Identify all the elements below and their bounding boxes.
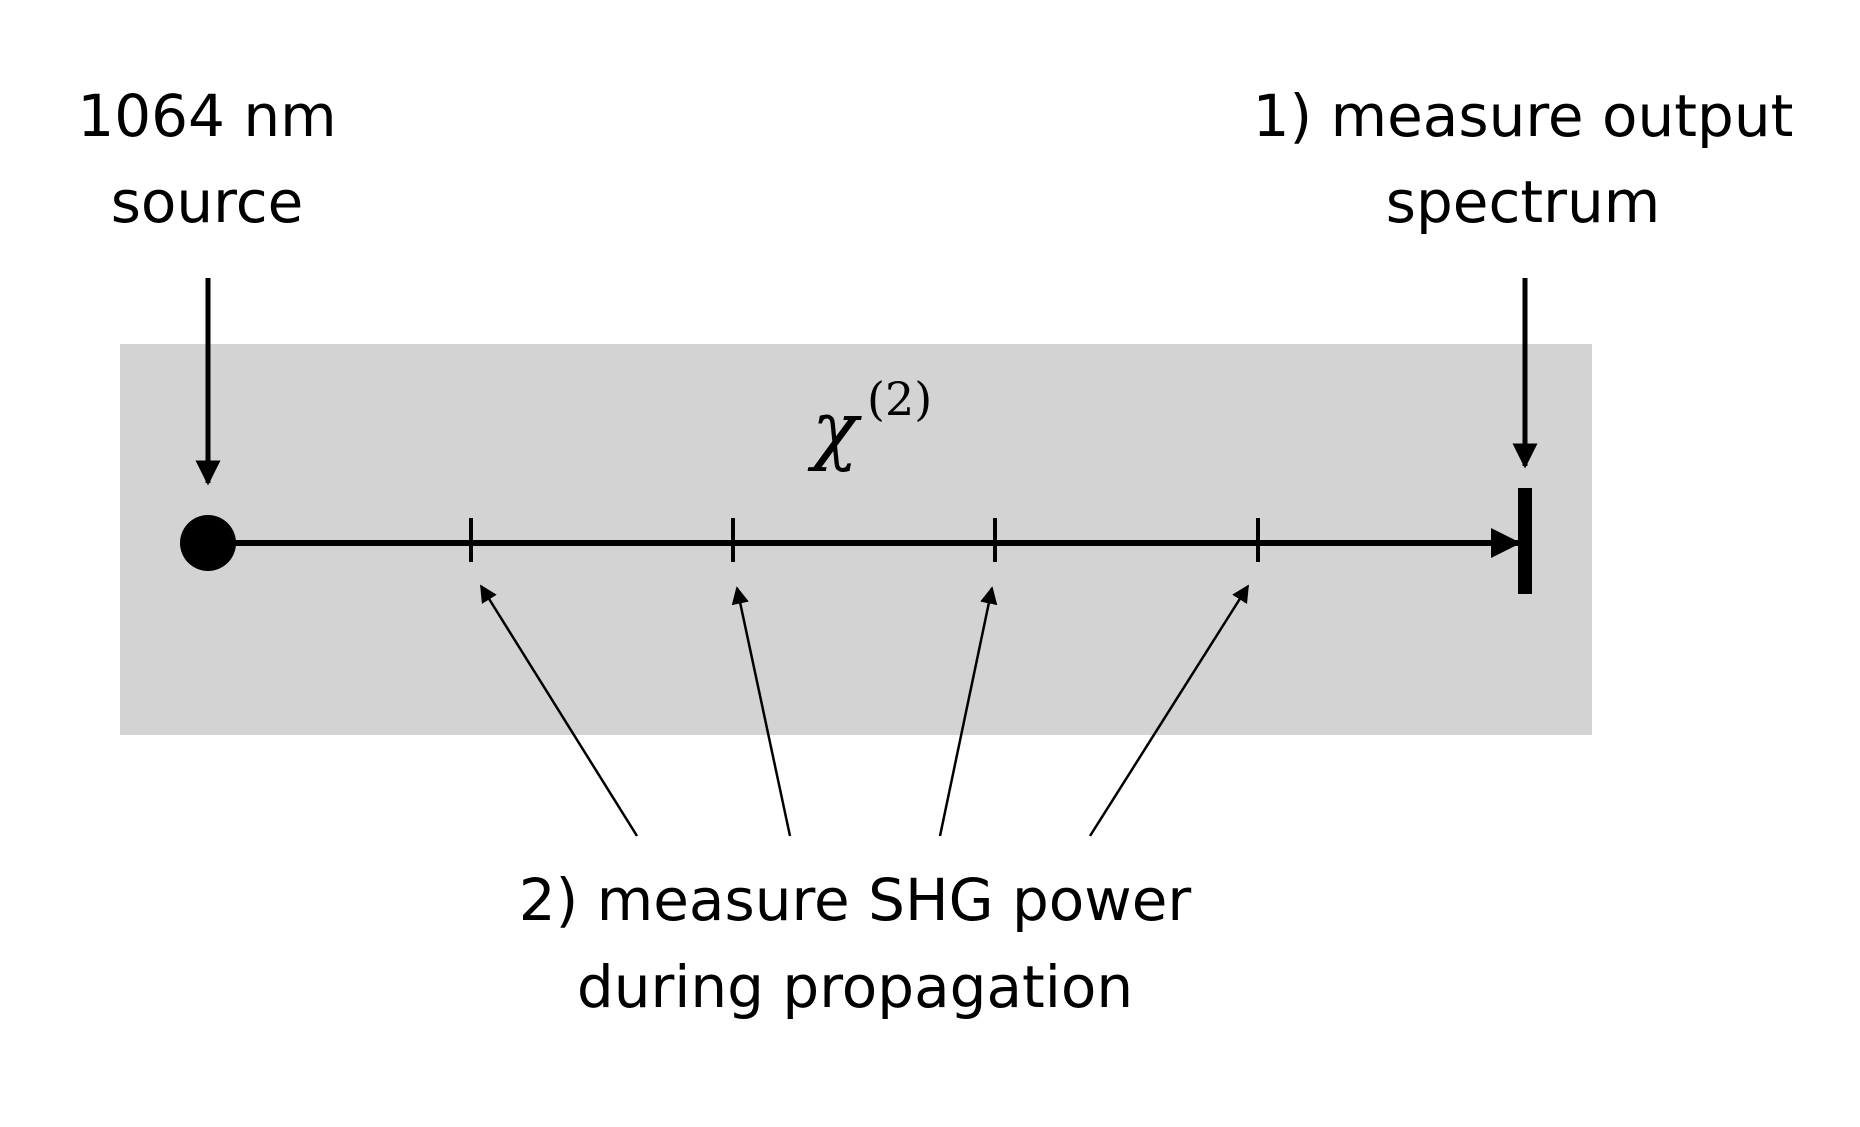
shg-arrow-4: [1088, 584, 1250, 837]
output-end-bar: [1518, 488, 1532, 594]
output-label-line2: spectrum: [1386, 168, 1660, 236]
chi2-symbol: χ: [807, 384, 862, 473]
shg-arrow-3: [938, 586, 998, 837]
shg-label-line2: during propagation: [577, 953, 1133, 1021]
shg-arrow-2: [731, 586, 792, 837]
source-point: [180, 515, 236, 571]
shg-arrow-1: [479, 584, 639, 837]
source-label-line2: source: [111, 168, 304, 236]
source-label-line1: 1064 nm: [77, 82, 336, 150]
output-label-line1: 1) measure output: [1253, 82, 1794, 150]
nonlinear-medium: [120, 344, 1592, 735]
shg-label-line1: 2) measure SHG power: [519, 866, 1192, 934]
chi2-superscript: (2): [867, 372, 932, 426]
